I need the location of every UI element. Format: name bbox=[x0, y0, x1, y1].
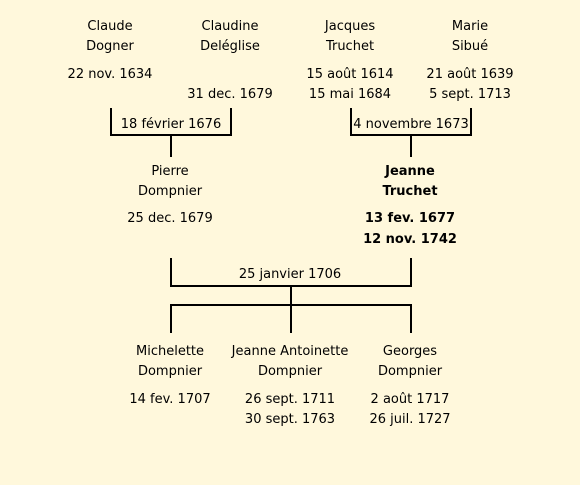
person-claude-first: Claude bbox=[87, 19, 133, 34]
person-michelette-last: Dompnier bbox=[137, 364, 203, 379]
person-claude-last: Dogner bbox=[86, 39, 134, 54]
person-marie-last: Sibué bbox=[451, 39, 489, 54]
marriage-date-main: 25 janvier 1706 bbox=[238, 267, 342, 282]
person-marie-death: 5 sept. 1713 bbox=[429, 87, 511, 102]
person-jacques-last: Truchet bbox=[325, 39, 375, 54]
person-pierre-birth: 25 dec. 1679 bbox=[127, 211, 213, 226]
person-georges-death: 26 juil. 1727 bbox=[369, 412, 451, 427]
person-marie-birth: 21 août 1639 bbox=[426, 67, 514, 82]
person-jeanne-antoinette-last: Dompnier bbox=[257, 364, 323, 379]
person-claudine-first: Claudine bbox=[201, 19, 259, 34]
person-jeanne-first: Jeanne bbox=[385, 164, 435, 179]
person-michelette-first: Michelette bbox=[135, 344, 205, 359]
person-georges-first: Georges bbox=[382, 344, 438, 359]
person-pierre-last: Dompnier bbox=[137, 184, 203, 199]
marriage-date-dogner: 18 février 1676 bbox=[120, 117, 222, 132]
person-michelette-birth: 14 fev. 1707 bbox=[129, 392, 211, 407]
marriage-date-truchet: 4 novembre 1673 bbox=[353, 117, 469, 132]
person-pierre-first: Pierre bbox=[151, 164, 189, 179]
person-jacques-first: Jacques bbox=[324, 19, 376, 34]
person-jeanne-antoinette-first: Jeanne Antoinette bbox=[231, 344, 349, 359]
person-georges-birth: 2 août 1717 bbox=[370, 392, 450, 407]
person-jeanne-birth: 13 fev. 1677 bbox=[364, 211, 456, 226]
person-claude-birth: 22 nov. 1634 bbox=[67, 67, 153, 82]
person-jacques-death: 15 mai 1684 bbox=[308, 87, 392, 102]
person-claudine-death: 31 dec. 1679 bbox=[187, 87, 273, 102]
person-georges-last: Dompnier bbox=[377, 364, 443, 379]
person-jacques-birth: 15 août 1614 bbox=[306, 67, 394, 82]
person-jeanne-last: Truchet bbox=[382, 184, 438, 199]
person-claudine-last: Deléglise bbox=[200, 39, 260, 54]
person-jeanne-antoinette-death: 30 sept. 1763 bbox=[244, 412, 336, 427]
person-jeanne-antoinette-birth: 26 sept. 1711 bbox=[244, 392, 336, 407]
person-jeanne-death: 12 nov. 1742 bbox=[363, 232, 457, 247]
person-marie-first: Marie bbox=[451, 19, 489, 34]
